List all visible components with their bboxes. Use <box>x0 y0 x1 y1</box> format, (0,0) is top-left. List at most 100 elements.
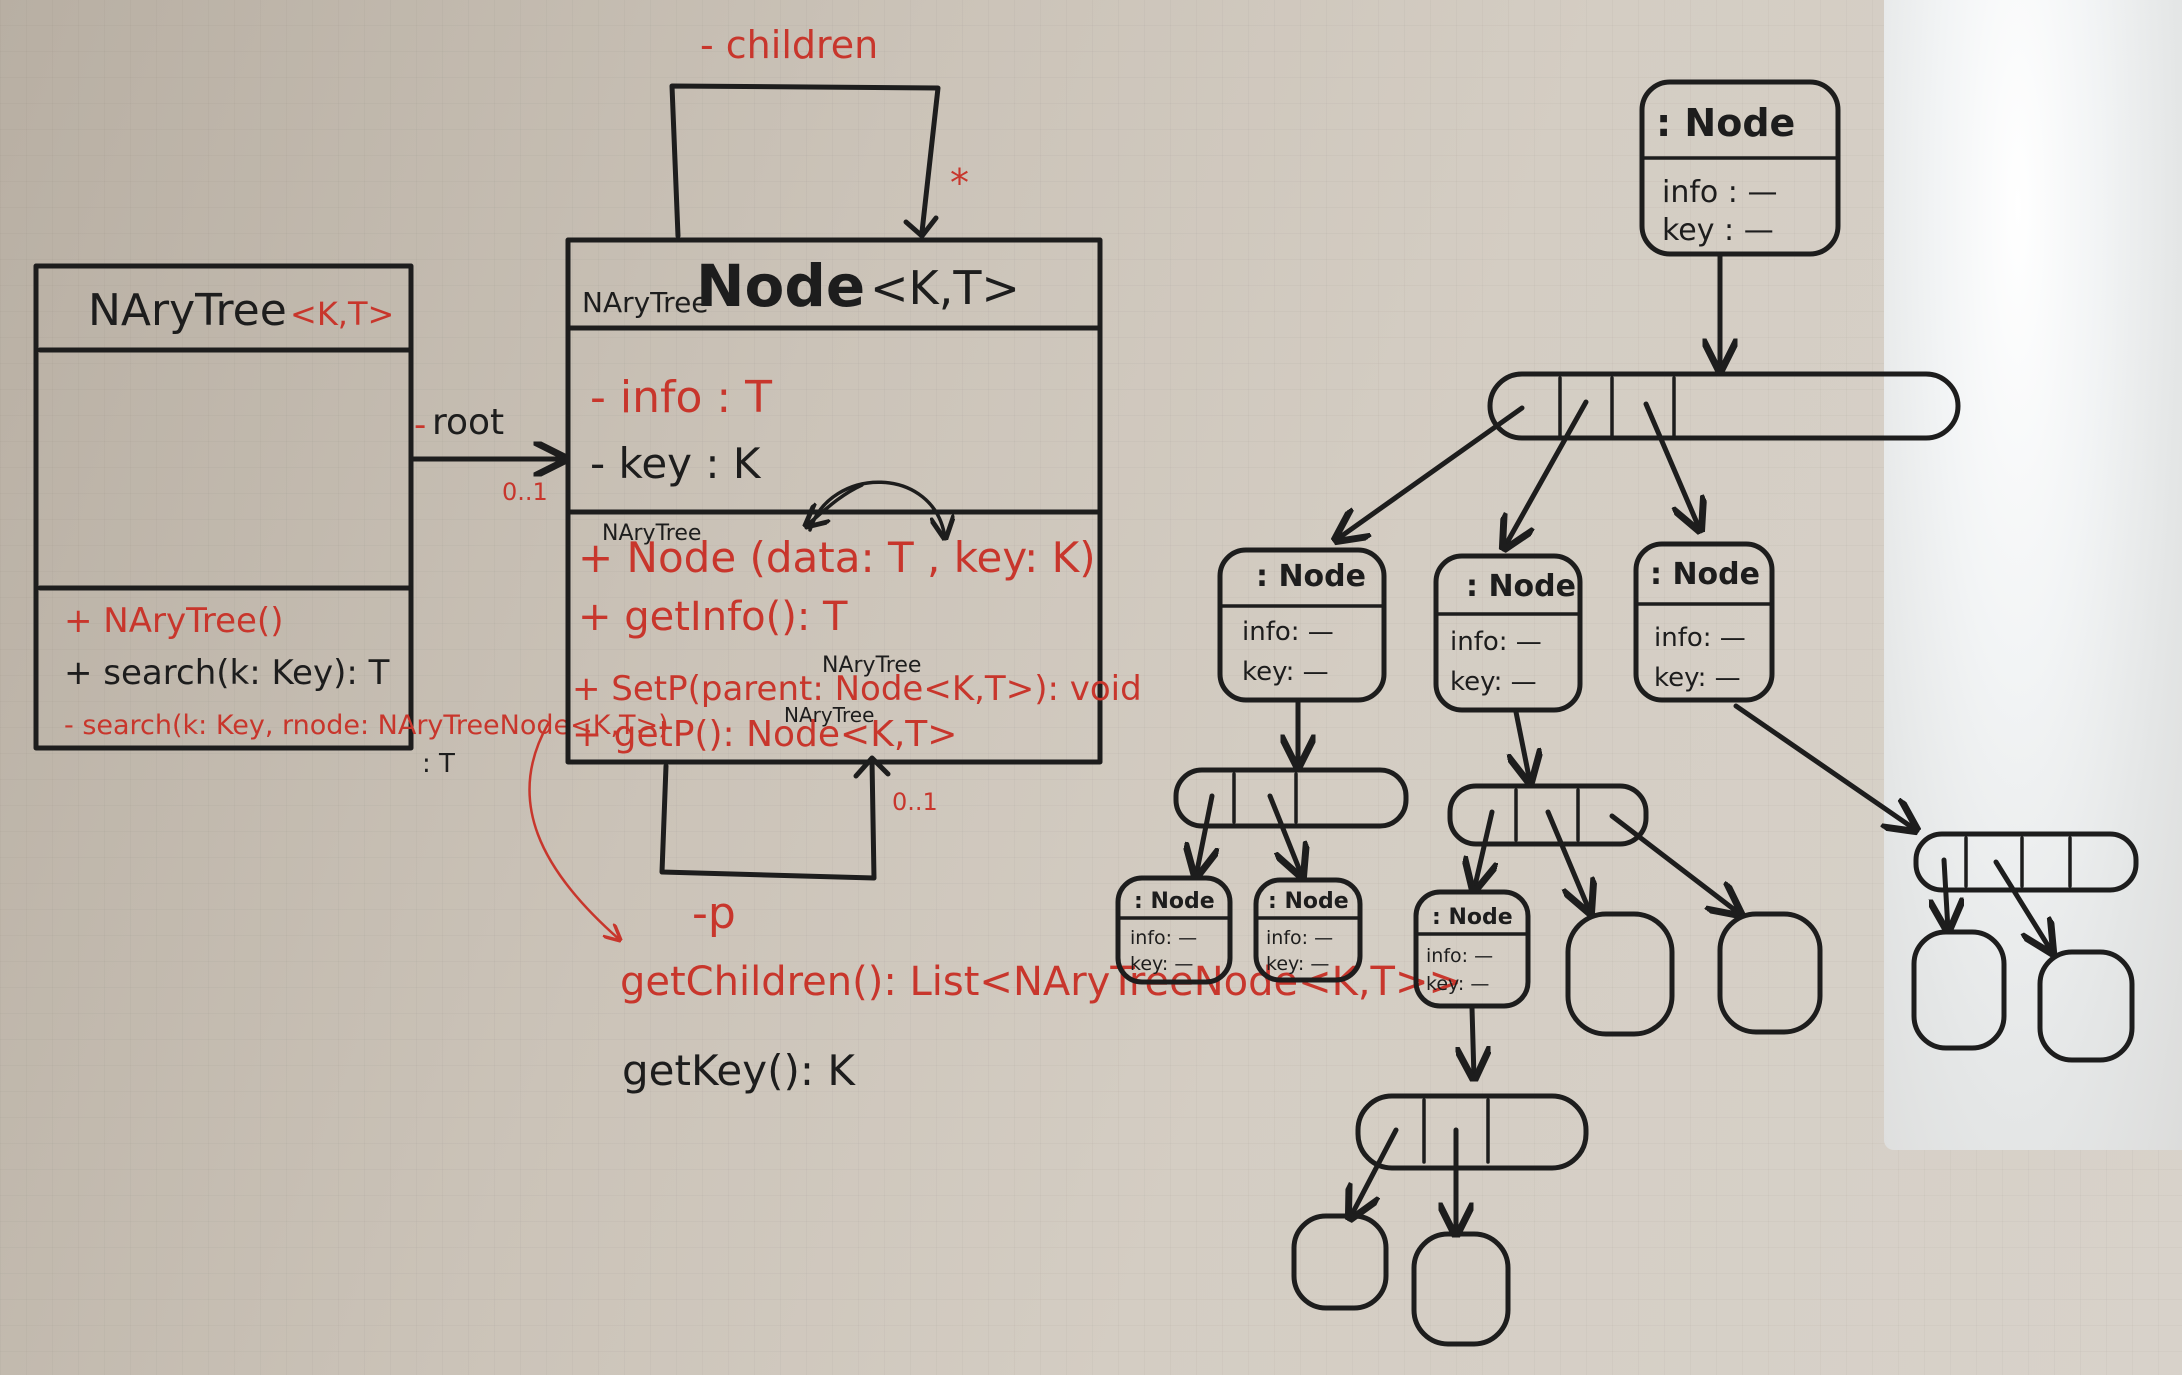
children-multiplicity: * <box>950 161 969 205</box>
l1-3-list-to-child2 <box>1993 859 2052 952</box>
l1-1-list-to-child2 <box>1267 793 1302 876</box>
object-node-l1-1-box <box>1217 547 1387 703</box>
narytree-title: NAryTree <box>88 285 287 336</box>
narytreenode-method-constructor: + Node (data: T , key: K) <box>578 533 1096 582</box>
narytreenode-method-setp: + SetP(parent: Node<K,T>): void <box>572 669 1142 709</box>
root-role-prefix: - <box>414 405 426 445</box>
narytreenode-class: NAryTree Node <K,T> - info : T - key : K… <box>565 237 1142 765</box>
setp-type-prefix: NAryTree <box>822 653 921 678</box>
object-node-l1-1-title: : Node <box>1256 559 1366 594</box>
object-node-l1-3-key: key: — <box>1654 663 1741 693</box>
object-node-l2-1: : Node info: — key: — <box>1115 875 1233 985</box>
object-node-l1-1-info: info: — <box>1242 617 1334 647</box>
empty-node-b <box>1717 911 1823 1035</box>
l1-1-children-list-box <box>1173 767 1409 829</box>
object-node-l2-2-info: info: — <box>1266 927 1333 949</box>
l1-1-children-list <box>1173 767 1409 829</box>
l1-3-list-to-child1 <box>1944 857 1948 930</box>
list-to-child2-arrow <box>1504 399 1589 548</box>
children-role-label: - children <box>700 23 878 67</box>
empty-node-e <box>1911 929 2007 1051</box>
object-node-root-key: key : — <box>1662 213 1774 248</box>
object-node-l2-1-box <box>1115 875 1233 985</box>
object-node-l2-2-key: key: — <box>1266 953 1329 975</box>
extra-methods-arrow <box>528 722 620 940</box>
parent-association: -p 0..1 <box>659 755 938 939</box>
parent-arrowhead <box>853 755 891 779</box>
object-node-l1-2: : Node info: — key: — <box>1433 553 1583 713</box>
parent-role-label: -p <box>692 888 736 939</box>
object-node-l2-1-key: key: — <box>1130 953 1193 975</box>
children-arrowhead <box>903 215 939 239</box>
l2-3-to-list-arrow <box>1472 1005 1474 1078</box>
children-association-line <box>669 83 941 239</box>
root-children-list-box <box>1487 371 1961 441</box>
narytreenode-attr-info: - info : T <box>590 372 772 423</box>
narytreenode-attr-key: - key : K <box>590 439 762 488</box>
empty-node-d <box>1411 1231 1511 1347</box>
object-node-root: : Node info : — key : — <box>1639 79 1841 257</box>
l1-2-list-to-child2 <box>1545 809 1590 912</box>
object-node-root-info: info : — <box>1662 175 1777 210</box>
l1-2-children-list <box>1447 783 1649 847</box>
l1-3-children-list-box <box>1913 831 2139 893</box>
narytreenode-title: Node <box>696 252 865 320</box>
narytree-method-3-return: : T <box>422 749 455 779</box>
object-node-l1-2-info: info: — <box>1450 627 1542 657</box>
narytreenode-class-box <box>565 237 1103 765</box>
object-node-l1-3: : Node info: — key: — <box>1633 541 1775 703</box>
object-node-l1-1-key: key: — <box>1242 657 1329 687</box>
narytree-class-box <box>33 263 414 751</box>
narytreenode-method-getp: + getP(): Node<K,T> <box>572 714 957 755</box>
narytree-class: NAryTree <K,T> + NAryTree() + search(k: … <box>33 263 669 779</box>
object-node-l2-3-title: : Node <box>1432 905 1513 930</box>
l1-3-to-list-arrow <box>1733 703 1916 830</box>
empty-node-a <box>1565 911 1675 1037</box>
narytreenode-method-getinfo: + getInfo(): T <box>578 594 848 640</box>
object-node-l2-3-key: key: — <box>1426 973 1489 995</box>
list-to-child3-arrow <box>1643 401 1700 530</box>
narytreenode-title-prefix: NAryTree <box>582 286 709 319</box>
l2-3-children-list-box <box>1355 1093 1589 1171</box>
object-node-l1-2-key: key: — <box>1450 667 1537 697</box>
object-node-l2-2-box <box>1253 877 1363 983</box>
l2-3-children-list <box>1355 1093 1589 1171</box>
extra-method-getkey: getKey(): K <box>622 1046 856 1095</box>
narytree-generic: <K,T> <box>290 295 394 333</box>
getp-type-prefix: NAryTree <box>784 703 874 727</box>
root-children-list <box>1487 371 1961 441</box>
object-node-l1-3-title: : Node <box>1650 557 1760 592</box>
empty-node-c <box>1291 1213 1389 1311</box>
l2-3-list-to-child1 <box>1350 1127 1399 1218</box>
object-node-l2-2-title: : Node <box>1268 889 1349 914</box>
l1-2-to-list-arrow <box>1516 709 1530 782</box>
object-node-l1-1: : Node info: — key: — <box>1217 547 1387 703</box>
object-node-l2-1-title: : Node <box>1134 889 1215 914</box>
object-node-l2-1-info: info: — <box>1130 927 1197 949</box>
l1-3-children-list <box>1913 831 2139 893</box>
root-role-label: root <box>432 402 504 443</box>
children-association: - children * <box>669 23 969 239</box>
object-node-l1-2-box <box>1433 553 1583 713</box>
object-node-l1-2-title: : Node <box>1466 569 1576 604</box>
narytree-method-2: + search(k: Key): T <box>64 653 390 693</box>
empty-node-f <box>2037 949 2135 1063</box>
object-node-l2-3: : Node info: — key: — <box>1413 889 1531 1009</box>
root-multiplicity: 0..1 <box>502 478 548 506</box>
object-node-root-box <box>1639 79 1841 257</box>
root-association: - root 0..1 <box>408 402 565 506</box>
swap-arrow-left <box>806 483 864 526</box>
parent-multiplicity: 0..1 <box>892 788 938 816</box>
l1-2-list-to-child3 <box>1609 813 1740 914</box>
object-node-l1-3-box <box>1633 541 1775 703</box>
l1-2-list-to-child1 <box>1474 809 1492 890</box>
narytree-method-1: + NAryTree() <box>64 601 283 641</box>
object-node-root-title: : Node <box>1656 101 1795 145</box>
object-node-l2-3-info: info: — <box>1426 945 1493 967</box>
object-node-l2-2: : Node info: — key: — <box>1253 877 1363 983</box>
constructor-prefix: NAryTree <box>602 521 701 546</box>
l1-1-list-to-child1 <box>1196 793 1212 876</box>
parent-association-line <box>659 757 877 881</box>
